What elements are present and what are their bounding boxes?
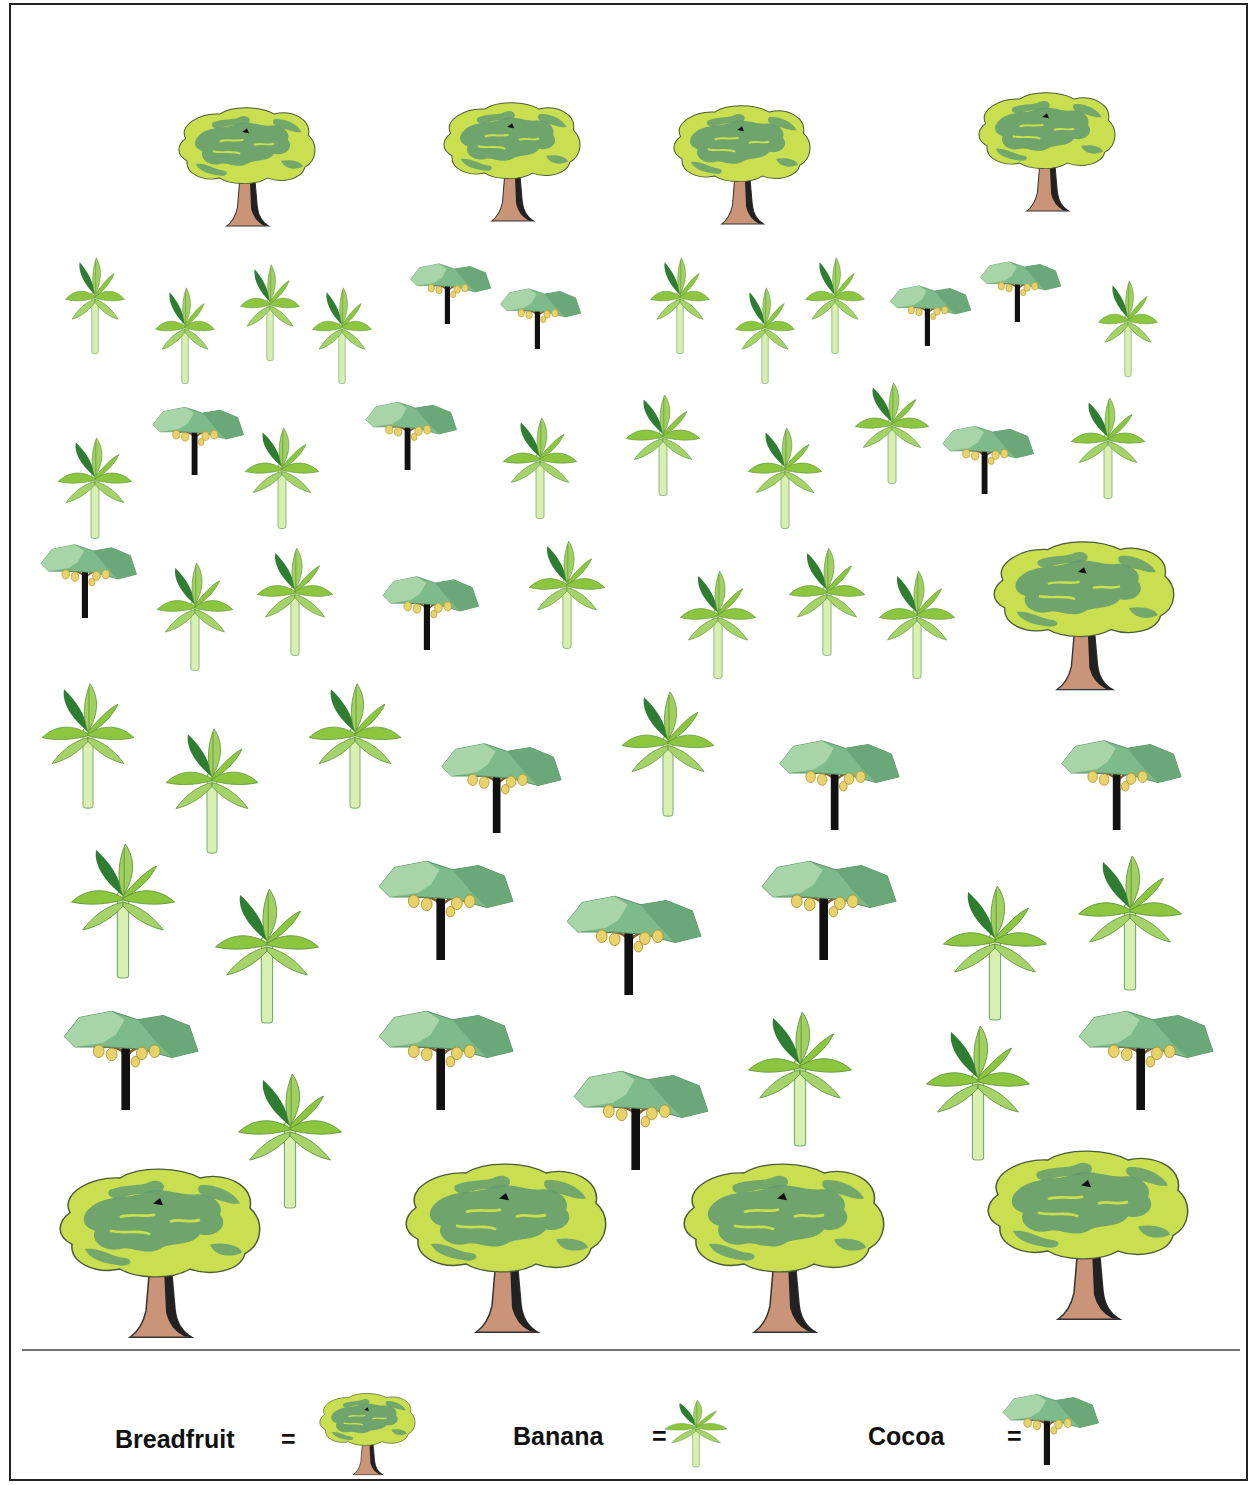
- banana-plant: [1071, 398, 1145, 499]
- banana-plant: [66, 258, 125, 354]
- banana-plant: [789, 548, 864, 655]
- banana-plant: [503, 418, 577, 519]
- cocoa-tree: [780, 741, 899, 830]
- banana-plant: [245, 428, 319, 529]
- banana-plant: [680, 571, 755, 678]
- legend-banana-icon: [665, 1400, 728, 1467]
- banana-plant: [257, 548, 332, 655]
- banana-plant: [622, 692, 714, 816]
- breadfruit-tree: [994, 542, 1174, 690]
- banana-plant: [58, 438, 132, 539]
- banana-plant: [1099, 281, 1158, 377]
- banana-plant: [529, 541, 604, 648]
- breadfruit-tree: [979, 93, 1115, 211]
- banana-plant: [748, 1012, 851, 1146]
- banana-plant: [1078, 856, 1181, 990]
- breadfruit-tree: [406, 1164, 606, 1332]
- cocoa-tree: [41, 545, 136, 618]
- legend-cocoa-icon: [1003, 1395, 1098, 1466]
- cocoa-tree: [1062, 741, 1181, 830]
- banana-plant: [626, 395, 700, 496]
- banana-plant: [879, 571, 954, 678]
- banana-plant: [215, 889, 318, 1023]
- banana-plant: [241, 265, 300, 361]
- cocoa-tree: [64, 1011, 198, 1110]
- cocoa-tree: [366, 402, 457, 470]
- cocoa-tree: [501, 289, 581, 349]
- equals-sign: =: [281, 1424, 296, 1454]
- banana-plant: [42, 684, 134, 808]
- cocoa-tree: [411, 264, 491, 324]
- frame: [10, 4, 1247, 1480]
- banana-plant: [806, 258, 865, 354]
- cocoa-tree: [383, 577, 478, 650]
- breadfruit-tree: [684, 1164, 884, 1332]
- cocoa-tree: [567, 896, 701, 995]
- breadfruit-tree: [988, 1151, 1188, 1319]
- cocoa-tree: [442, 744, 561, 833]
- banana-plant: [166, 729, 258, 853]
- cocoa-tree: [379, 861, 513, 960]
- banana-plant: [926, 1026, 1029, 1160]
- cocoa-tree: [379, 1011, 513, 1110]
- cocoa-tree: [891, 286, 971, 346]
- banana-plant: [855, 383, 929, 484]
- cocoa-tree: [943, 426, 1034, 494]
- banana-plant: [943, 886, 1046, 1020]
- banana-plant: [157, 563, 232, 670]
- cocoa-tree: [981, 262, 1061, 322]
- cocoa-tree: [762, 861, 896, 960]
- breadfruit-tree: [444, 103, 580, 221]
- breadfruit-tree: [60, 1169, 260, 1337]
- banana-plant: [748, 428, 822, 529]
- equals-sign: =: [652, 1421, 667, 1451]
- cocoa-tree: [153, 407, 244, 475]
- equals-sign: =: [1007, 1421, 1022, 1451]
- banana-plant: [313, 288, 372, 384]
- cocoa-tree: [574, 1071, 708, 1170]
- banana-plant: [736, 288, 795, 384]
- legend-text: Breadfruit: [115, 1424, 234, 1454]
- banana-plant: [309, 684, 401, 808]
- banana-plant: [651, 258, 710, 354]
- legend-text: Cocoa: [868, 1421, 944, 1451]
- separator-line: [22, 1349, 1240, 1351]
- legend-text: Banana: [513, 1421, 603, 1451]
- banana-plant: [238, 1074, 341, 1208]
- legend-breadfruit-icon: [320, 1393, 415, 1474]
- breadfruit-tree: [674, 106, 810, 224]
- breadfruit-tree: [179, 108, 315, 226]
- banana-plant: [71, 844, 174, 978]
- banana-plant: [156, 288, 215, 384]
- cocoa-tree: [1079, 1011, 1213, 1110]
